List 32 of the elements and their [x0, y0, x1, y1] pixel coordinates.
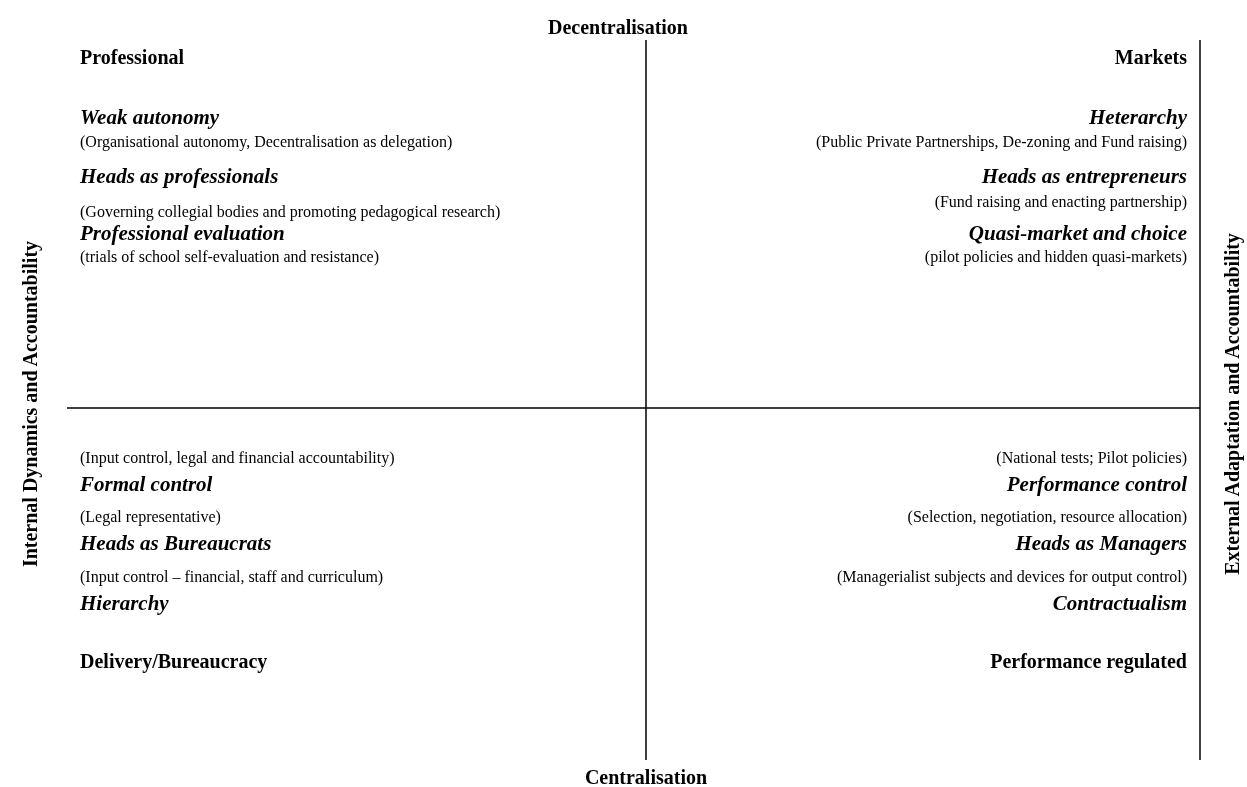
description: (Input control, legal and financial accountability) [80, 449, 395, 467]
heading: Contractualism [1052, 590, 1187, 616]
description: (Managerialist subjects and devices for output control) [836, 568, 1187, 586]
axis-label: External Adaptation and Accountability [1220, 233, 1244, 575]
description: (Legal representative) [80, 508, 221, 526]
quadrant-title: Performance regulated [990, 649, 1187, 673]
heading: Heads as Managers [1015, 530, 1187, 556]
heading: Performance control [1006, 471, 1187, 497]
heading: Professional evaluation [80, 220, 285, 246]
description: (pilot policies and hidden quasi-markets) [924, 248, 1187, 266]
heading: Weak autonomy [80, 104, 220, 130]
axis-label: Internal Dynamics and Accountability [18, 240, 42, 568]
heading: Quasi-market and choice [968, 220, 1187, 246]
heading: Heads as Bureaucrats [80, 530, 272, 556]
description: (Organisational autonomy, Decentralisation as delegation) [80, 133, 453, 151]
axis-label: Centralisation [584, 765, 708, 787]
heading: Hierarchy [80, 590, 169, 616]
heading: Formal control [80, 471, 213, 497]
quadrant-title: Delivery/Bureaucracy [80, 649, 268, 673]
heading: Heads as professionals [80, 163, 279, 189]
axis-label: Decentralisation [548, 15, 688, 39]
description: (Public Private Partnerships, De-zoning and Fund raising) [815, 133, 1187, 151]
description: (Selection, negotiation, resource allocation) [907, 508, 1187, 526]
description: (trials of school self-evaluation and resistance) [80, 248, 379, 266]
description: (National tests; Pilot policies) [996, 449, 1187, 467]
heading: Heads as entrepreneurs [981, 163, 1187, 189]
quadrant-title: Professional [80, 45, 185, 69]
heading: Heterarchy [1089, 104, 1187, 130]
description: (Input control – financial, staff and curriculum) [80, 568, 384, 586]
description: (Fund raising and enacting partnership) [934, 193, 1187, 211]
quadrant-title: Markets [1114, 45, 1187, 69]
description: (Governing collegial bodies and promoting pedagogical research) [80, 203, 502, 221]
